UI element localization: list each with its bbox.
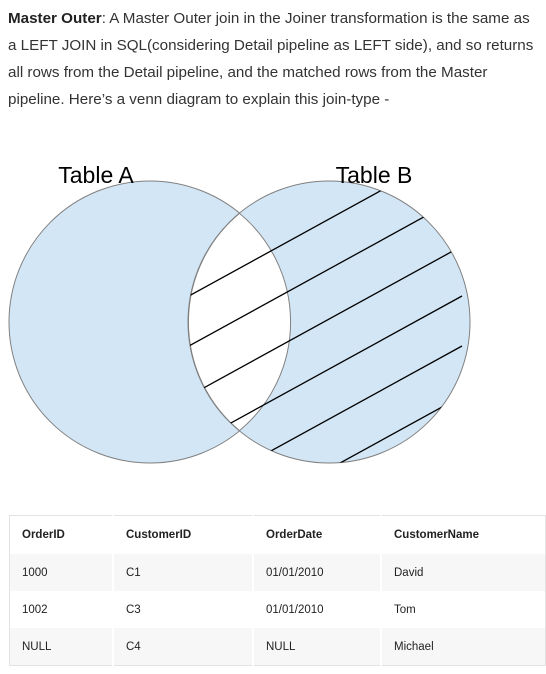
hatch-line: [188, 295, 463, 463]
cell-customername: Tom: [380, 591, 546, 628]
hatch-lines: [188, 181, 463, 463]
cell-orderid: NULL: [9, 628, 113, 666]
cell-customerid: C4: [112, 628, 253, 666]
header-customername: CustomerName: [380, 515, 546, 554]
table-header-row: OrderID CustomerID OrderDate CustomerNam…: [9, 515, 546, 554]
label-table-a: Table A: [58, 162, 134, 188]
cell-customername: David: [380, 554, 546, 591]
cell-orderdate: 01/01/2010: [252, 554, 381, 591]
hatch-line: [188, 395, 463, 463]
hatch-line: [188, 181, 463, 347]
table-row: NULL C4 NULL Michael: [9, 628, 546, 666]
hatch-line: [188, 195, 463, 397]
header-orderdate: OrderDate: [252, 515, 381, 554]
table-row: 1002 C3 01/01/2010 Tom: [9, 591, 546, 628]
cell-orderid: 1002: [9, 591, 113, 628]
table-row: 1000 C1 01/01/2010 David: [9, 554, 546, 591]
venn-diagram: Table A Table B: [8, 162, 471, 464]
orders-table: OrderID CustomerID OrderDate CustomerNam…: [9, 515, 546, 666]
header-customerid: CustomerID: [112, 515, 253, 554]
header-orderid: OrderID: [9, 515, 113, 554]
intro-paragraph: Master Outer: A Master Outer join in the…: [8, 5, 542, 113]
cell-customerid: C3: [112, 591, 253, 628]
intersection-region: [187, 212, 292, 432]
hatch-line: [188, 345, 463, 463]
cell-orderid: 1000: [9, 554, 113, 591]
cell-orderdate: 01/01/2010: [252, 591, 381, 628]
intro-text: : A Master Outer join in the Joiner tran…: [8, 10, 534, 108]
hatch-line: [188, 245, 463, 447]
label-table-b: Table B: [336, 162, 413, 188]
cell-customername: Michael: [380, 628, 546, 666]
intro-term: Master Outer: [8, 10, 102, 27]
cell-customerid: C1: [112, 554, 253, 591]
cell-orderdate: NULL: [252, 628, 381, 666]
